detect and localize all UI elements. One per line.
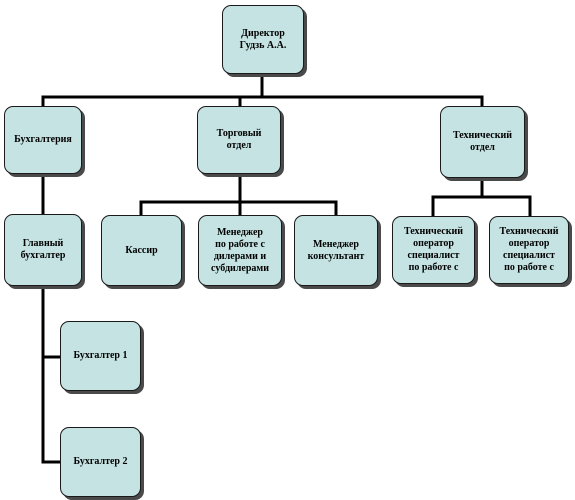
node-cashier: Кассир bbox=[101, 215, 182, 286]
node-accountant-2: Бухгалтер 2 bbox=[60, 427, 141, 497]
node-accounting-label: Бухгалтерия bbox=[14, 134, 72, 145]
node-tech-operator-2: Технический оператор специалист по работ… bbox=[489, 216, 569, 284]
node-trade-label: Торговый отдел bbox=[216, 128, 262, 151]
node-manager-consultant-label: Менеджер консультант bbox=[307, 238, 365, 262]
node-tech-operator-1-label: Технический оператор специалист по работ… bbox=[404, 226, 463, 273]
node-trade-department: Торговый отдел bbox=[197, 106, 281, 174]
node-accountant-2-label: Бухгалтер 2 bbox=[73, 456, 128, 467]
node-manager-dealers-label: Менеджер по работе с дилерами и субдилер… bbox=[211, 226, 269, 274]
node-cashier-label: Кассир bbox=[125, 244, 158, 256]
node-director: Директор Гудзь А.А. bbox=[222, 5, 304, 74]
node-chief-accountant-label: Главный бухгалтер bbox=[20, 238, 66, 261]
node-technical-department: Технический отдел bbox=[440, 106, 525, 178]
node-manager-consultant: Менеджер консультант bbox=[294, 215, 378, 286]
node-accounting: Бухгалтерия bbox=[4, 106, 82, 174]
node-chief-accountant: Главный бухгалтер bbox=[4, 214, 82, 286]
node-tech-operator-2-label: Технический оператор специалист по работ… bbox=[499, 226, 559, 273]
node-director-label: Директор Гудзь А.А. bbox=[239, 27, 287, 51]
node-tech-operator-1: Технический оператор специалист по работ… bbox=[392, 216, 475, 284]
node-manager-dealers: Менеджер по работе с дилерами и субдилер… bbox=[198, 215, 282, 286]
node-accountant-1: Бухгалтер 1 bbox=[60, 321, 141, 391]
node-technical-label: Технический отдел bbox=[453, 130, 512, 153]
node-accountant-1-label: Бухгалтер 1 bbox=[73, 350, 128, 361]
